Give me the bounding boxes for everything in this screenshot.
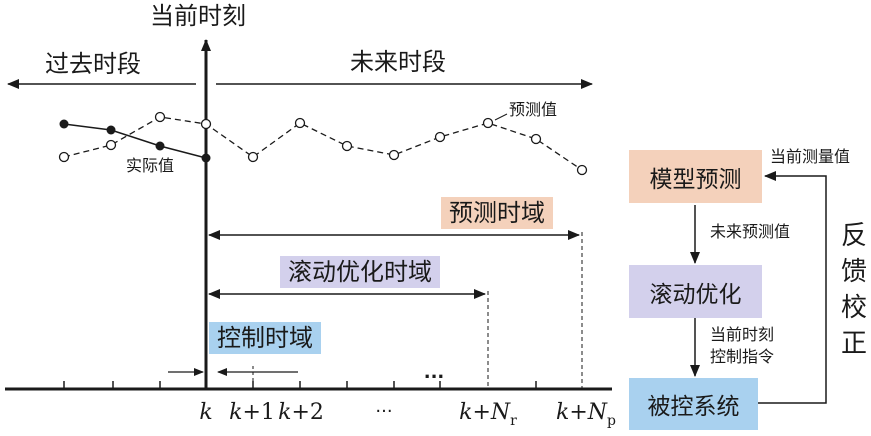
actual-value-line	[63, 123, 207, 159]
tick-k-plus-2: k+2	[278, 400, 324, 425]
prediction-horizon-label: 预测时域	[441, 197, 553, 229]
rolling-optimization-box: 滚动优化	[629, 265, 762, 318]
future-predicted-value-label: 未来预测值	[710, 222, 791, 241]
current-measured-value-label: 当前测量值	[770, 147, 851, 166]
model-prediction-box: 模型预测	[629, 150, 762, 203]
predicted-value-points	[58, 111, 588, 176]
feedback-loop-arrow	[757, 171, 827, 404]
optimization-horizon-label: 滚动优化时域	[280, 256, 440, 288]
feedback-correction-label: 反 馈 校 正	[840, 221, 867, 359]
axis-ellipsis: ...	[424, 362, 445, 383]
predicted-value-leader	[494, 113, 508, 121]
actual-value-points	[59, 119, 211, 163]
predicted-value-line	[63, 116, 583, 171]
actual-value-label: 实际值	[126, 156, 175, 175]
control-horizon-label: 控制时域	[209, 322, 321, 354]
past-period-label: 过去时段	[45, 50, 141, 78]
tick-k-plus-nr: k+Nr	[459, 400, 517, 429]
control-command-label: 控制指令	[710, 347, 775, 366]
tick-k: k	[199, 400, 212, 425]
tick-ellipsis: ···	[375, 401, 392, 422]
current-time-flow-label: 当前时刻	[710, 325, 775, 344]
tick-k-plus-np: k+Np	[556, 400, 616, 429]
tick-k-plus-1: k+1	[229, 400, 275, 425]
current-time-title: 当前时刻	[150, 2, 246, 30]
predicted-value-label: 预测值	[509, 100, 558, 119]
controlled-system-box: 被控系统	[629, 378, 758, 430]
future-period-label: 未来时段	[350, 48, 446, 76]
